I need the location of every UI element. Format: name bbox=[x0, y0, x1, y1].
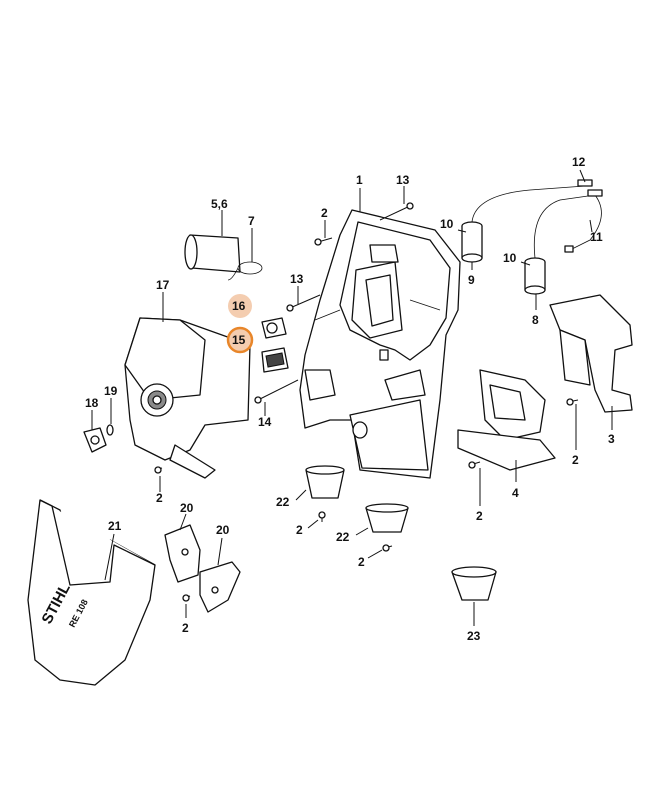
label-2-frame[interactable]: 2 bbox=[572, 453, 579, 467]
label-22-right[interactable]: 22 bbox=[336, 530, 350, 544]
part-16-knob bbox=[261, 317, 287, 339]
label-2-cover[interactable]: 2 bbox=[156, 491, 163, 505]
label-23[interactable]: 23 bbox=[467, 629, 481, 643]
part-17-front-cover bbox=[124, 317, 251, 479]
part-18-knob bbox=[83, 427, 107, 453]
part-1-main-housing bbox=[299, 209, 461, 479]
part-20-clip-lower bbox=[199, 561, 241, 613]
part-3-frame bbox=[549, 294, 633, 413]
label-1[interactable]: 1 bbox=[356, 173, 363, 187]
label-13-top[interactable]: 13 bbox=[396, 173, 410, 187]
label-2-top[interactable]: 2 bbox=[321, 206, 328, 220]
part-5-6-cylinder bbox=[184, 234, 241, 273]
label-21[interactable]: 21 bbox=[108, 519, 122, 533]
label-12[interactable]: 12 bbox=[572, 155, 586, 169]
part-7-cable-tie bbox=[227, 261, 263, 281]
part-8-capacitor bbox=[524, 257, 546, 295]
part-19-o-ring bbox=[106, 424, 114, 436]
label-5-6[interactable]: 5,6 bbox=[211, 197, 228, 211]
screw-2-top bbox=[314, 237, 333, 246]
label-22-left[interactable]: 22 bbox=[276, 495, 290, 509]
part-21-lower-cover: STIHL RE 108 bbox=[27, 499, 156, 686]
label-9[interactable]: 9 bbox=[468, 273, 475, 287]
part-22-foot-left bbox=[305, 465, 345, 499]
label-4[interactable]: 4 bbox=[512, 486, 519, 500]
label-7[interactable]: 7 bbox=[248, 214, 255, 228]
label-15[interactable]: 15 bbox=[232, 333, 246, 347]
callout-labels: 1 13 2 5,6 7 13 16 15 17 14 19 18 2 21 2… bbox=[85, 155, 615, 643]
part-22-foot-right bbox=[365, 503, 409, 533]
part-15-switch bbox=[261, 347, 289, 373]
label-16[interactable]: 16 bbox=[232, 299, 246, 313]
label-2-clip[interactable]: 2 bbox=[182, 621, 189, 635]
part-23-cup bbox=[451, 566, 497, 601]
screw-2-bracket bbox=[468, 461, 481, 469]
label-3[interactable]: 3 bbox=[608, 432, 615, 446]
label-10-upper[interactable]: 10 bbox=[440, 217, 454, 231]
label-2-bracket[interactable]: 2 bbox=[476, 509, 483, 523]
label-10-lower[interactable]: 10 bbox=[503, 251, 517, 265]
highlight-16[interactable] bbox=[228, 294, 252, 318]
leader-lines bbox=[91, 169, 613, 626]
label-13-mid[interactable]: 13 bbox=[290, 272, 304, 286]
label-20-upper[interactable]: 20 bbox=[180, 501, 194, 515]
label-8[interactable]: 8 bbox=[532, 313, 539, 327]
label-11[interactable]: 11 bbox=[590, 230, 603, 244]
highlight-15[interactable] bbox=[226, 326, 254, 354]
label-2-feet[interactable]: 2 bbox=[296, 523, 303, 537]
screw-2-frame bbox=[566, 398, 579, 406]
screw-13-mid bbox=[286, 294, 321, 312]
screw-13-top bbox=[379, 202, 414, 221]
part-4-bracket bbox=[457, 369, 556, 471]
part-9-capacitor bbox=[461, 221, 483, 263]
label-20-lower[interactable]: 20 bbox=[216, 523, 230, 537]
screw-2-cover bbox=[154, 466, 163, 474]
screw-2-clip bbox=[182, 594, 191, 602]
screw-14 bbox=[254, 379, 299, 404]
label-18[interactable]: 18 bbox=[85, 396, 99, 410]
screw-2-foot-right bbox=[382, 544, 393, 552]
screw-2-feet bbox=[318, 511, 326, 522]
label-2-foot-right[interactable]: 2 bbox=[358, 555, 365, 569]
wiring-harness-11-12 bbox=[471, 179, 603, 259]
label-14[interactable]: 14 bbox=[258, 415, 272, 429]
label-19[interactable]: 19 bbox=[104, 384, 118, 398]
part-20-clip-upper bbox=[164, 524, 201, 583]
label-17[interactable]: 17 bbox=[156, 278, 170, 292]
